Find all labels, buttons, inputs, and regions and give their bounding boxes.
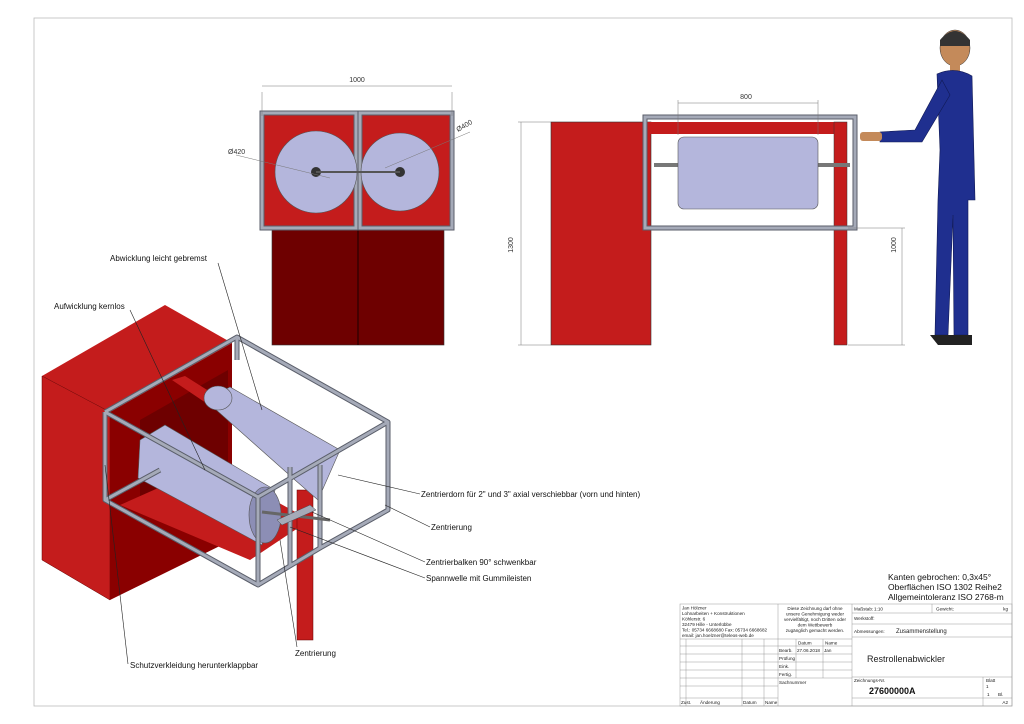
isometric-view-part bbox=[203, 385, 233, 411]
title-block-part: Maßstab: bbox=[854, 607, 873, 612]
title-block-part: email: jan.hoelzner@teleos-web.de bbox=[682, 633, 754, 638]
isometric-view-part-part-part bbox=[103, 412, 260, 587]
title-block-part: Fertig. bbox=[779, 672, 792, 677]
title-block-part: Bl. bbox=[998, 692, 1003, 697]
isometric-view bbox=[41, 305, 391, 641]
person-figure bbox=[860, 29, 976, 345]
callouts-part bbox=[289, 526, 426, 579]
title-block: Kanten gebrochen: 0,3x45° Oberflächen IS… bbox=[679, 572, 1013, 707]
person-figure-part bbox=[930, 335, 972, 345]
callouts-part bbox=[384, 504, 431, 528]
scale-value: 1:10 bbox=[874, 607, 883, 612]
title-block-part: Werkstoff: bbox=[854, 616, 875, 621]
drawing-number: 27600000A bbox=[869, 686, 916, 696]
dim-height-table: 1000 bbox=[891, 237, 898, 253]
iso-leg bbox=[296, 489, 314, 641]
callouts-part bbox=[279, 539, 298, 648]
callouts: Abwicklung leicht gebremst Aufwicklung k… bbox=[54, 254, 640, 670]
callout-zentrierbalken: Zentrierbalken 90° schwenkbar bbox=[426, 558, 537, 567]
title-block-part: Eink. bbox=[779, 664, 789, 669]
bearb-name: Jan bbox=[824, 648, 832, 653]
company-name: Jan Hölzner bbox=[682, 606, 707, 611]
isometric-view-part-part-part bbox=[319, 422, 390, 550]
side-leg bbox=[833, 121, 848, 346]
dim-diameter-right: Ø400 bbox=[456, 119, 474, 134]
dim-diameter-left: Ø420 bbox=[228, 149, 245, 156]
note-kanten: Kanten gebrochen: 0,3x45° bbox=[888, 572, 991, 582]
note-toleranz: Allgemeintoleranz ISO 2768-m bbox=[888, 592, 1004, 602]
isometric-view-part bbox=[41, 375, 111, 601]
title-block-part: Gewicht: bbox=[936, 607, 954, 612]
title-block-part: Datum bbox=[743, 700, 757, 705]
callouts-part bbox=[311, 511, 426, 563]
title-block-part: Name bbox=[825, 641, 838, 646]
callouts-part bbox=[104, 464, 129, 665]
sheet-number: 1 bbox=[986, 684, 989, 689]
dim-roll-width: 800 bbox=[740, 94, 752, 101]
title-block-part: Zusammenstellung bbox=[896, 629, 947, 635]
title-block-part: dem Wettbewerb bbox=[798, 623, 833, 628]
person-figure-part bbox=[940, 31, 970, 46]
title-block-part: 32479 Hille - Unterlübbe bbox=[682, 622, 732, 627]
callout-zentrierung-2: Zentrierung bbox=[295, 649, 336, 658]
title-block-part: Prüfung bbox=[779, 656, 796, 661]
isometric-view-part-part-part bbox=[104, 468, 161, 502]
title-block-part: kg bbox=[1003, 607, 1008, 612]
title-block-part: Änderung bbox=[700, 699, 720, 705]
dim-front-width: 1000 bbox=[349, 77, 365, 84]
callouts-part bbox=[217, 262, 263, 411]
sheet-format: A2 bbox=[1002, 700, 1008, 705]
title-block-part: Köhlerstr. 6 bbox=[682, 617, 706, 622]
side-view: 800 1300 1000 bbox=[508, 94, 905, 346]
callout-zentrierdorn: Zentrierdorn für 2" und 3" axial verschi… bbox=[421, 490, 640, 499]
side-cabinet bbox=[550, 121, 652, 346]
sheet-border bbox=[33, 17, 1013, 707]
title-block-part: Tel.: 05734 6668680 Fax: 05734 6668682 bbox=[682, 628, 768, 633]
title-block-part: Bearb. bbox=[779, 648, 793, 653]
title-block-part: Diese Zeichnung darf ohne bbox=[787, 606, 843, 611]
callouts-part bbox=[337, 474, 421, 495]
callout-schutzverkleidung: Schutzverkleidung herunterklappbar bbox=[130, 661, 258, 670]
title-block-part: Name bbox=[765, 700, 778, 705]
callout-aufwicklung: Aufwicklung kernlos bbox=[54, 302, 125, 311]
front-view-part bbox=[358, 111, 454, 230]
bearb-date: 27.06.2018 bbox=[797, 648, 820, 653]
front-view: 1000 Ø420 Ø400 bbox=[228, 77, 474, 346]
callout-spannwelle: Spannwelle mit Gummileisten bbox=[426, 574, 531, 583]
title-block-part: unsere Genehmigung weder bbox=[786, 612, 844, 617]
front-view-part bbox=[235, 154, 331, 179]
front-view-part bbox=[384, 131, 471, 169]
title-block-part: Lohnarbeiten + Konstruktionen bbox=[682, 611, 745, 616]
title-block-part: Blatt bbox=[986, 678, 996, 683]
drawing-title: Restrollenabwickler bbox=[867, 654, 945, 664]
title-block-part: Zeichnungs-Nr. bbox=[854, 678, 885, 683]
person-figure-part bbox=[879, 79, 951, 143]
title-block-part: Datum bbox=[798, 641, 812, 646]
callouts-part bbox=[129, 309, 206, 471]
callout-abwicklung: Abwicklung leicht gebremst bbox=[110, 254, 208, 263]
note-oberflaechen: Oberflächen ISO 1302 Reihe2 bbox=[888, 582, 1002, 592]
title-block-part: zugänglich gemacht werden. bbox=[786, 628, 844, 633]
side-view-part bbox=[645, 122, 845, 134]
isometric-view-part bbox=[42, 305, 232, 412]
title-block-part: Sachnummer bbox=[779, 680, 807, 685]
title-block-part: vervielfältigt, noch Dritten oder bbox=[784, 617, 847, 622]
dim-height-total: 1300 bbox=[508, 237, 515, 253]
title-block-part: 1 bbox=[987, 692, 990, 697]
title-block-part bbox=[679, 603, 1013, 707]
callout-zentrierung-1: Zentrierung bbox=[431, 523, 472, 532]
title-block-part: Abmessungen: bbox=[854, 629, 885, 634]
title-block-part: Zust. bbox=[681, 700, 691, 705]
isometric-view-part bbox=[276, 504, 317, 526]
side-roll bbox=[677, 136, 819, 210]
person-figure-part bbox=[950, 64, 960, 72]
side-view-part bbox=[643, 115, 857, 230]
isometric-view-part bbox=[102, 334, 391, 588]
person-figure-part bbox=[860, 132, 882, 141]
